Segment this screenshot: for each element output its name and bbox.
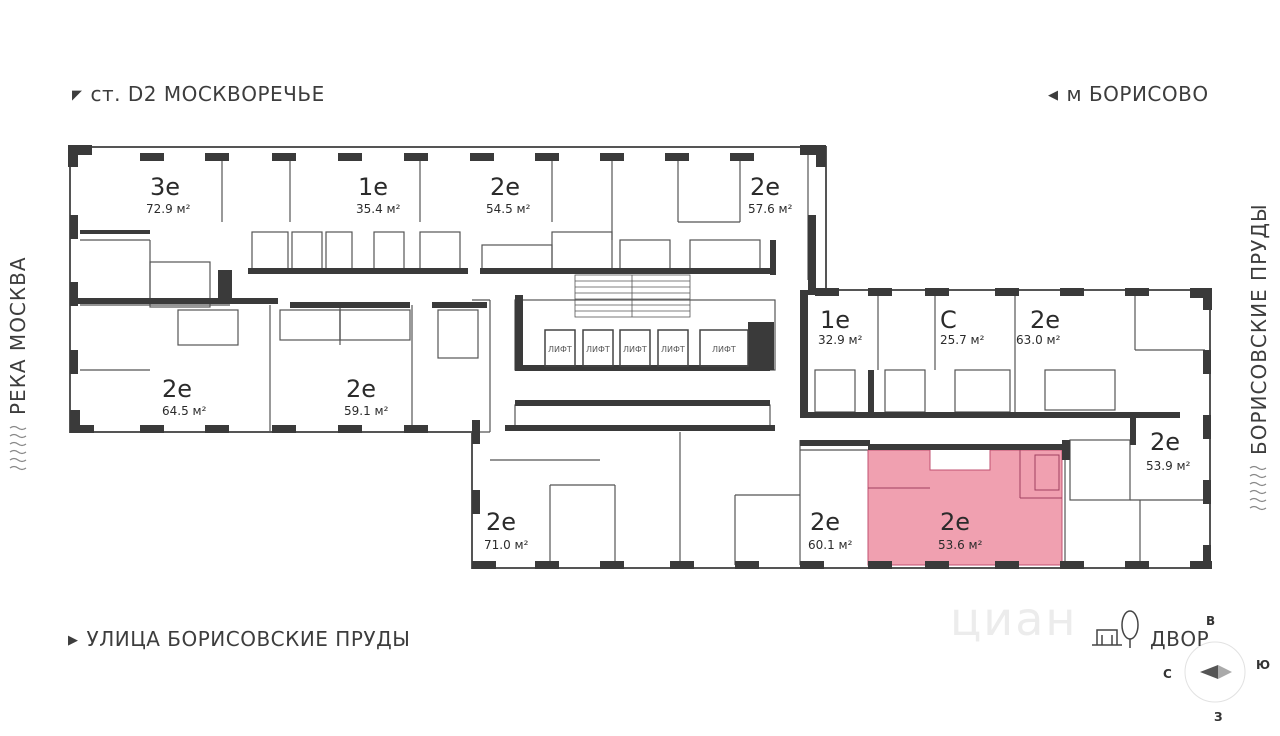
apartment-code: 2е — [1150, 428, 1180, 456]
watermark: циан — [950, 592, 1078, 646]
metro-station-text: ст. D2 МОСКВОРЕЧЬЕ — [90, 82, 325, 106]
lift-label: ЛИФТ — [623, 345, 647, 354]
apartment-code: 2е — [1030, 306, 1060, 334]
apartment-1e-32-9[interactable]: 1е 32.9 м² — [818, 306, 863, 347]
apartment-code: 2е — [750, 173, 780, 201]
apartment-2e-53-6-selected[interactable]: 2е 53.6 м² — [938, 508, 983, 552]
courtyard-text: ДВОР — [1150, 627, 1210, 651]
lift-label: ЛИФТ — [548, 345, 572, 354]
apartment-code: С — [940, 306, 957, 334]
apartment-2e-60-1[interactable]: 2е 60.1 м² — [808, 508, 853, 552]
courtyard-label: ДВОР — [1150, 627, 1209, 651]
apartment-area: 64.5 м² — [162, 404, 207, 418]
apartment-code: 2е — [940, 508, 970, 536]
apartment-area: 25.7 м² — [940, 333, 985, 347]
compass-south: З — [1214, 710, 1223, 724]
apartment-code: 2е — [810, 508, 840, 536]
apartment-code: 2е — [490, 173, 520, 201]
waves-icon-left — [9, 425, 27, 471]
apartment-3e-72-9[interactable]: 3е 72.9 м² — [146, 173, 191, 216]
apartment-labels: 3е 72.9 м² 1е 35.4 м² 2е 54.5 м² 2е 57.6… — [146, 173, 1191, 552]
apartment-2e-57-6[interactable]: 2е 57.6 м² — [748, 173, 793, 216]
apartment-area: 59.1 м² — [344, 404, 389, 418]
apartment-area: 60.1 м² — [808, 538, 853, 552]
apartment-area: 53.6 м² — [938, 538, 983, 552]
apartment-area: 71.0 м² — [484, 538, 529, 552]
compass-icon — [1184, 641, 1246, 703]
apartment-area: 63.0 м² — [1016, 333, 1061, 347]
apartment-c-25-7[interactable]: С 25.7 м² — [940, 306, 985, 347]
compass-east: Ю — [1256, 658, 1271, 672]
apartment-code: 2е — [486, 508, 516, 536]
arrow-icon: ▶ — [68, 633, 79, 648]
arrow-icon: ◀ — [1048, 88, 1059, 103]
apartment-code: 2е — [346, 375, 376, 403]
apartment-area: 32.9 м² — [818, 333, 863, 347]
apartment-code: 1е — [358, 173, 388, 201]
apartment-2e-64-5[interactable]: 2е 64.5 м² — [162, 375, 207, 418]
lifts: ЛИФТ ЛИФТ ЛИФТ ЛИФТ ЛИФТ — [544, 329, 749, 367]
street-label: ▶ УЛИЦА БОРИСОВСКИЕ ПРУДЫ — [68, 627, 410, 651]
arrow-icon: ◤ — [72, 88, 83, 103]
metro-station-label: ◤ ст. D2 МОСКВОРЕЧЬЕ — [72, 82, 325, 106]
apartment-area: 53.9 м² — [1146, 459, 1191, 473]
compass-north: В — [1206, 614, 1216, 628]
apartment-2e-54-5[interactable]: 2е 54.5 м² — [486, 173, 531, 216]
river-label: РЕКА МОСКВА — [6, 256, 30, 416]
apartment-area: 57.6 м² — [748, 202, 793, 216]
apartment-1e-35-4[interactable]: 1е 35.4 м² — [356, 173, 401, 216]
apartment-2e-59-1[interactable]: 2е 59.1 м² — [344, 375, 389, 418]
metro-borisovo-label: ◀ м БОРИСОВО — [1048, 82, 1209, 106]
street-text: УЛИЦА БОРИСОВСКИЕ ПРУДЫ — [86, 627, 411, 651]
apartment-code: 1е — [820, 306, 850, 334]
apartment-2e-53-9[interactable]: 2е 53.9 м² — [1146, 428, 1191, 473]
stairs — [574, 274, 691, 318]
compass-west: С — [1163, 667, 1172, 681]
lift-label: ЛИФТ — [661, 345, 685, 354]
lift-label: ЛИФТ — [586, 345, 610, 354]
metro-borisovo-text: м БОРИСОВО — [1066, 82, 1209, 106]
waves-icon-right — [1249, 465, 1267, 511]
apartment-code: 3е — [150, 173, 180, 201]
apartment-area: 72.9 м² — [146, 202, 191, 216]
apartment-code: 2е — [162, 375, 192, 403]
wall-columns — [68, 145, 1212, 569]
apartment-2e-63-0[interactable]: 2е 63.0 м² — [1016, 306, 1061, 347]
ponds-label: БОРИСОВСКИЕ ПРУДЫ — [1247, 203, 1271, 455]
courtyard-icon — [1092, 610, 1139, 648]
apartment-area: 54.5 м² — [486, 202, 531, 216]
apartment-area: 35.4 м² — [356, 202, 401, 216]
apartment-2e-71-0[interactable]: 2е 71.0 м² — [484, 508, 529, 552]
lift-label: ЛИФТ — [712, 345, 736, 354]
